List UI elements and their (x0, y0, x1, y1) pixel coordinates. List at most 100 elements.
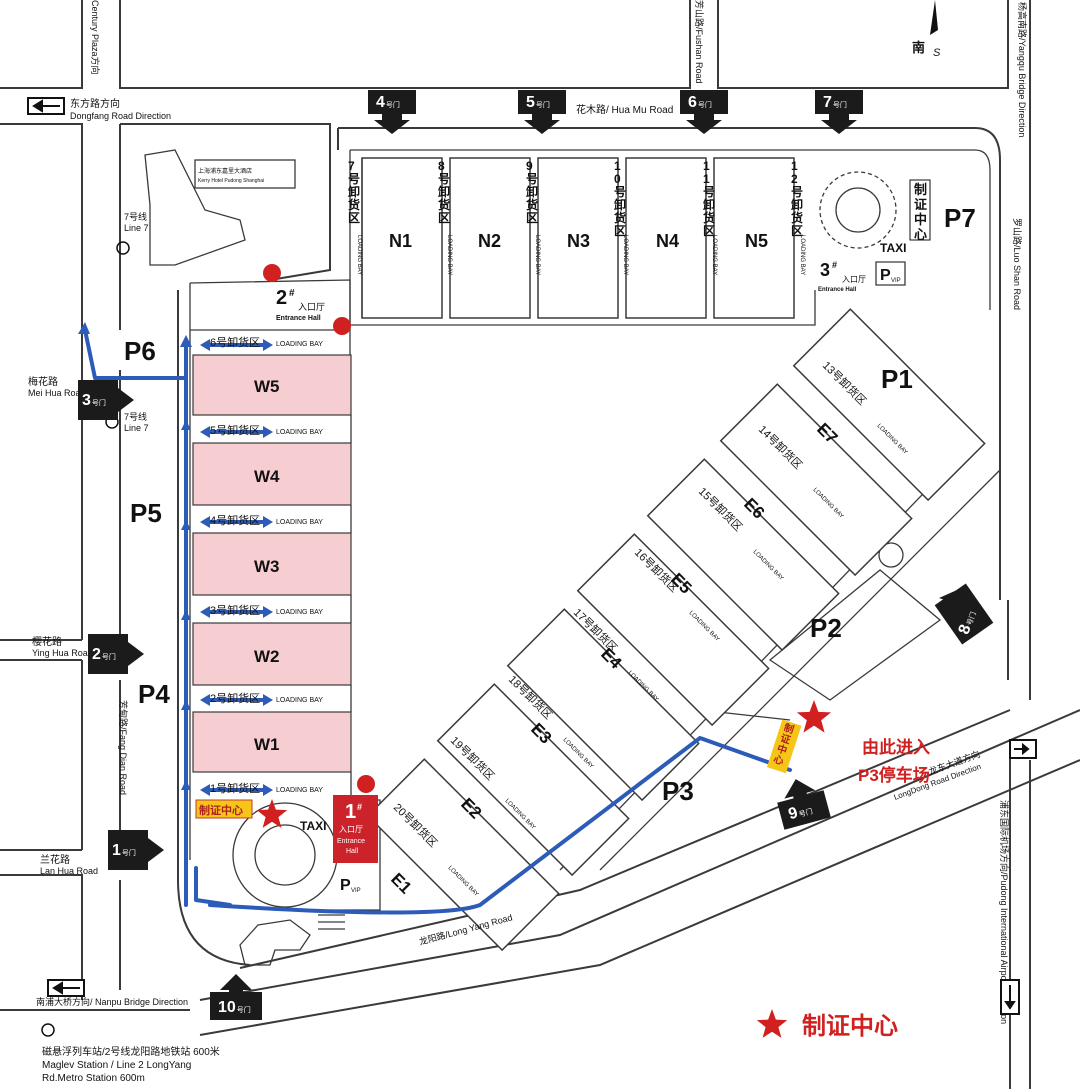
cert-v-1: 制 (914, 182, 927, 197)
hall-n1: N1 (389, 231, 412, 251)
road-plaza: Century Plaza方向 (90, 0, 101, 75)
taxi-label-north: TAXI (880, 241, 906, 255)
metro-icon (41, 1023, 55, 1037)
gate-9: 9号门 (777, 779, 831, 830)
compass-south-cn: 南 (912, 40, 925, 55)
entrance1-en2: Hall (346, 848, 359, 855)
road-airport: 浦东国际机场方向/Pudong International Airport Di… (999, 800, 1010, 1024)
road-yanggu: 杨高南路/Yangqu Bridge Direction (1017, 2, 1028, 137)
loading-bay-en: LOADING BAY (276, 519, 323, 526)
line7-en: Line 7 (124, 223, 149, 233)
gate-5: 5号门 (518, 90, 566, 134)
gate-number: 6号门 (688, 94, 712, 111)
gate-7: 7号门 (815, 90, 863, 134)
west-halls (189, 279, 381, 911)
entrance2-cn: 入口厅 (298, 302, 325, 312)
gate-number: 5号门 (526, 94, 550, 111)
gate-4: 4号门 (368, 90, 416, 134)
parking-p2: P2 (810, 613, 842, 643)
route-note-2: P3停车场 (858, 765, 930, 785)
loading-bay-en: LOADING BAY (622, 235, 628, 275)
entrance1-en1: Entrance (337, 838, 365, 845)
pvip-south-p: P (340, 877, 351, 894)
gate-3: 3号门 (78, 380, 134, 420)
entrance3-en: Entrance Hall (818, 287, 857, 293)
cert-v-4: 心 (914, 227, 927, 242)
cert-star-icon (256, 799, 288, 828)
road-meihua-cn: 梅花路 (28, 375, 58, 388)
loading-bay-en: LOADING BAY (534, 235, 540, 275)
road-yinghua-cn: 樱花路 (32, 635, 62, 648)
gate-number: 7号门 (823, 94, 847, 111)
line7-label: 7号线 (124, 211, 147, 222)
hall-w2: W2 (254, 647, 280, 666)
loading-bay-en: LOADING BAY (276, 787, 323, 794)
entrance3-num: 3 (820, 260, 830, 280)
cert-v-2: 证 (914, 197, 927, 212)
metro-cn: 磁悬浮列车站/2号线龙阳路地铁站 600米 (42, 1045, 220, 1058)
gate-number: 1号门 (112, 842, 136, 859)
road-luoshan: 罗山路/Luo Shan Road (1012, 218, 1023, 310)
hall-w1: W1 (254, 735, 280, 754)
loading-bay-w-4: 4号卸货区 (210, 513, 260, 527)
north-halls (361, 157, 795, 319)
cert-center-w: 制证中心 (199, 803, 243, 817)
road-fangshan: 芳山路/Fushan Road (694, 0, 705, 84)
road-lanhua-cn: 兰花路 (40, 853, 70, 866)
parking-p1: P1 (881, 364, 913, 394)
road-nanpu: 南浦大桥方向/ Nanpu Bridge Direction (36, 996, 188, 1007)
parking-p4: P4 (138, 679, 170, 709)
loading-bay-en: LOADING BAY (799, 235, 805, 275)
hall-w5: W5 (254, 377, 280, 396)
parking-p6: P6 (124, 336, 156, 366)
road-fangdian: 芳甸路/Fang Dian Road (118, 700, 129, 795)
loading-bay-en: LOADING BAY (446, 235, 452, 275)
entrance-marker-icon (357, 775, 375, 793)
line7-label-2: 7号线 (124, 411, 147, 422)
entrance-halls: 2 # 入口厅 Entrance Hall 3 # 入口厅 Entrance H… (263, 260, 866, 863)
gate-number: 2号门 (92, 646, 116, 663)
entrance2-hash: # (289, 288, 295, 299)
loading-bay-en: LOADING BAY (356, 235, 362, 275)
loading-bay-w-2: 2号卸货区 (210, 691, 260, 705)
loading-bay-en: LOADING BAY (276, 341, 323, 348)
hall-n2: N2 (478, 231, 501, 251)
loading-bay-en: LOADING BAY (276, 429, 323, 436)
entrance-marker-icon (263, 264, 281, 282)
entrance1-hash: # (357, 802, 362, 812)
road-dongfang-en: Dongfang Road Direction (70, 111, 171, 121)
pvip-north-p: P (880, 267, 891, 284)
route-note-1: 由此进入 (862, 737, 930, 757)
svg-text:制证中心: 制证中心 (772, 721, 796, 768)
cert-star-icon (796, 700, 832, 733)
entrance1-num: 1 (345, 801, 356, 823)
gate-number: 9号门 (787, 801, 814, 824)
entrance3-cn: 入口厅 (842, 275, 866, 284)
hotel-en: Kerry Hotel Pudong Shanghai (198, 178, 264, 184)
hall-n5: N5 (745, 231, 768, 251)
hall-w3: W3 (254, 557, 280, 576)
hall-n4: N4 (656, 231, 679, 251)
hotel-cn: 上海浦东嘉里大酒店 (198, 167, 252, 175)
legend-star-icon (756, 1009, 788, 1038)
road-lanhua-en: Lan Hua Road (40, 866, 98, 876)
cert-v-3: 中 (914, 212, 927, 227)
entrance2-num: 2 (276, 287, 287, 309)
road-dongfang-cn: 东方路方向 (70, 97, 120, 110)
pvip-north: VIP (891, 278, 901, 284)
entrance2-en: Entrance Hall (276, 315, 321, 322)
gate-6: 6号门 (680, 90, 728, 134)
gate-8: 8号门 (934, 583, 994, 645)
loading-bay-en: LOADING BAY (276, 609, 323, 616)
loading-bay-w-6: 6号卸货区 (210, 335, 260, 349)
compass-south-en: S (933, 47, 941, 59)
landmarks: 上海浦东嘉里大酒店 Kerry Hotel Pudong Shanghai 7号… (41, 0, 941, 1084)
